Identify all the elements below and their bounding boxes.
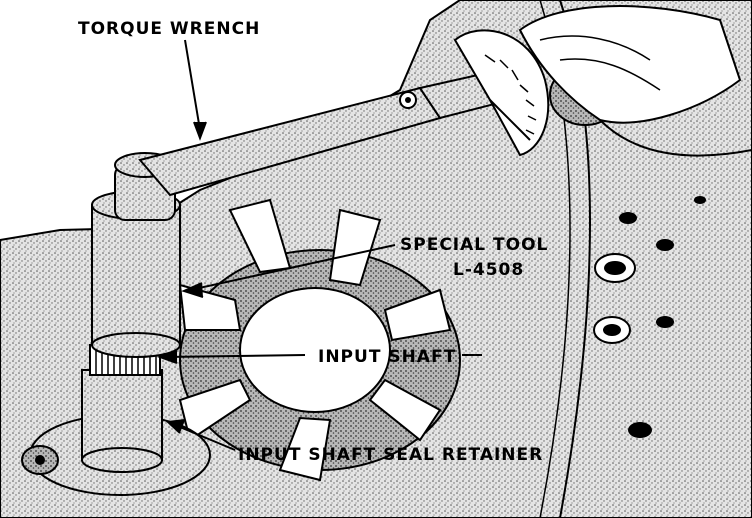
torque-wrench-leader xyxy=(184,39,201,131)
input-shaft-seal-retainer-body xyxy=(178,198,461,482)
special-tool-leader-arrow xyxy=(181,282,204,298)
housing-bolt-holes xyxy=(593,196,706,438)
label-input-shaft: INPUT SHAFT xyxy=(318,347,456,367)
seal-retainer-leader-arrow xyxy=(165,419,186,434)
label-special-tool: SPECIAL TOOL xyxy=(400,235,548,255)
label-special-tool-number: L-4508 xyxy=(453,260,524,280)
label-torque-wrench: TORQUE WRENCH xyxy=(78,19,260,39)
input-shaft-leader xyxy=(164,354,306,358)
torque-wrench-dial xyxy=(453,29,550,157)
leader-lines xyxy=(156,39,482,451)
label-input-shaft-seal-retainer: INPUT SHAFT SEAL RETAINER xyxy=(238,445,543,465)
hand-holding-wrench xyxy=(518,5,752,157)
special-tool-leader xyxy=(189,244,396,291)
input-shaft-leader-arrow xyxy=(156,350,178,364)
seal-retainer-leader xyxy=(174,424,236,451)
special-tool-lower-sleeve xyxy=(81,369,163,473)
torque-wrench-leader-arrow xyxy=(193,121,207,141)
